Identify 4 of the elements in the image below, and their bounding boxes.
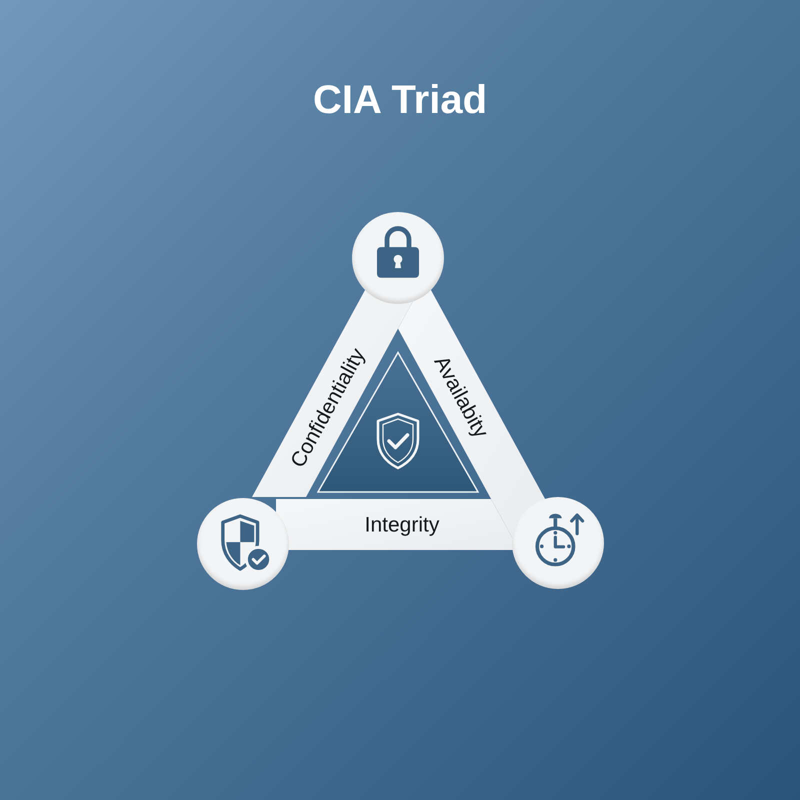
title: CIA Triad xyxy=(312,80,488,120)
diagonal-band xyxy=(252,289,414,497)
horizontal-band xyxy=(276,499,514,550)
pillar-label: Integrity xyxy=(364,514,440,536)
